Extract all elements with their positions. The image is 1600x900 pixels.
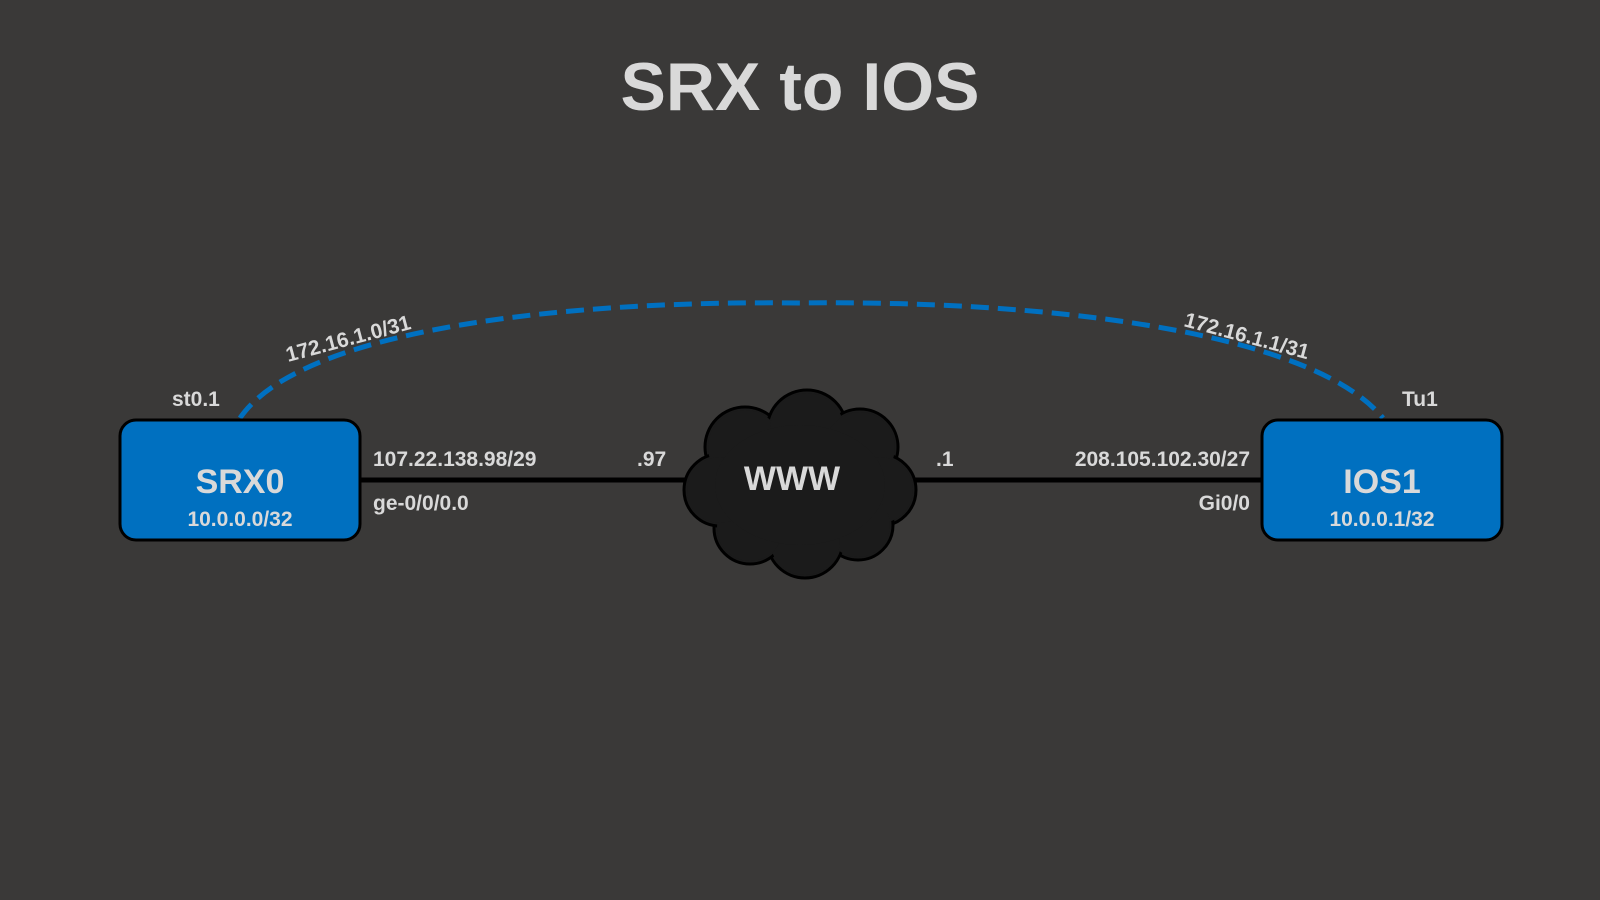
srx-wan-peer-host-label: .97 [637,448,666,471]
srx-wan-subnet-label: 107.22.138.98/29 [373,448,537,471]
srx-tunnel-interface-label: st0.1 [172,388,220,411]
cloud-label: WWW [744,460,841,498]
ios-node-box[interactable] [1260,418,1504,542]
srx-node-name: SRX0 [196,463,285,501]
www-cloud: WWW [682,388,918,580]
diagram-title: SRX to IOS [621,49,980,125]
ios-node-name: IOS1 [1343,463,1420,501]
ios-node[interactable]: IOS1 10.0.0.1/32 [1260,418,1504,542]
srx-node-address: 10.0.0.0/32 [187,508,292,531]
tunnel-arc [237,300,1385,420]
ios-node-address: 10.0.0.1/32 [1329,508,1434,531]
ios-wan-subnet-label: 208.105.102.30/27 [1075,448,1250,471]
ios-wan-peer-host-label: .1 [936,448,954,471]
srx-wan-interface-label: ge-0/0/0.0 [373,492,469,515]
ios-wan-interface-label: Gi0/0 [1199,492,1250,515]
ios-tunnel-interface-label: Tu1 [1402,388,1438,411]
srx-node-box[interactable] [118,418,362,542]
srx-node[interactable]: SRX0 10.0.0.0/32 [118,418,362,542]
